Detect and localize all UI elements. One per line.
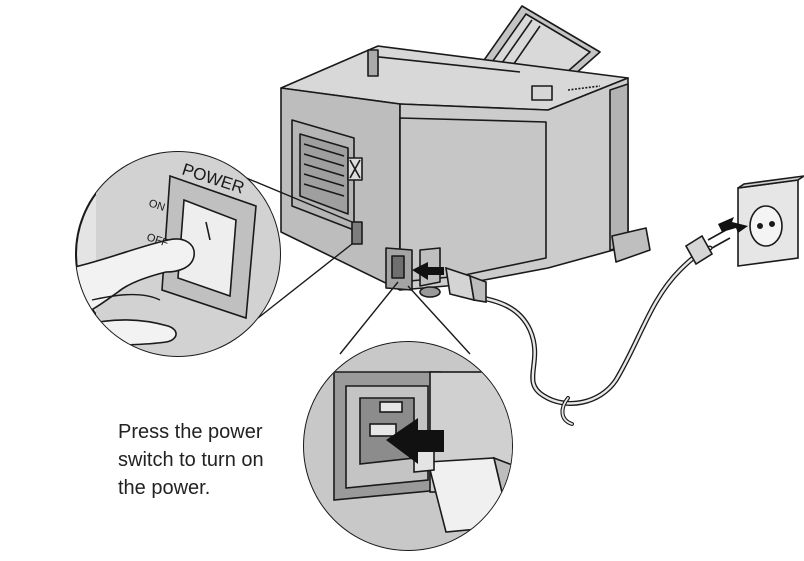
instruction-caption: Press the power switch to turn on the po… <box>118 418 328 502</box>
on-label: ON <box>147 197 166 214</box>
printer-power-switch <box>351 221 363 245</box>
printer <box>280 5 651 298</box>
power-inlet-magnifier <box>303 341 513 551</box>
printer-plug <box>445 266 487 303</box>
insert-arrow-outlet <box>718 217 748 233</box>
output-tray <box>611 227 651 263</box>
insert-arrow-printer <box>412 262 444 280</box>
wall-outlet <box>737 175 804 267</box>
ventilation-grille <box>291 119 355 231</box>
power-cord <box>467 245 713 426</box>
wall-plug <box>684 229 731 266</box>
power-switch-magnifier: POWER ON OFF <box>75 151 281 357</box>
callout-lines <box>231 171 471 355</box>
caption-line-1: Press the power <box>118 421 263 443</box>
insert-arrow-inlet <box>386 418 444 464</box>
caption-line-3: the power. <box>118 477 211 499</box>
caption-line-2: switch to turn on <box>118 449 264 471</box>
